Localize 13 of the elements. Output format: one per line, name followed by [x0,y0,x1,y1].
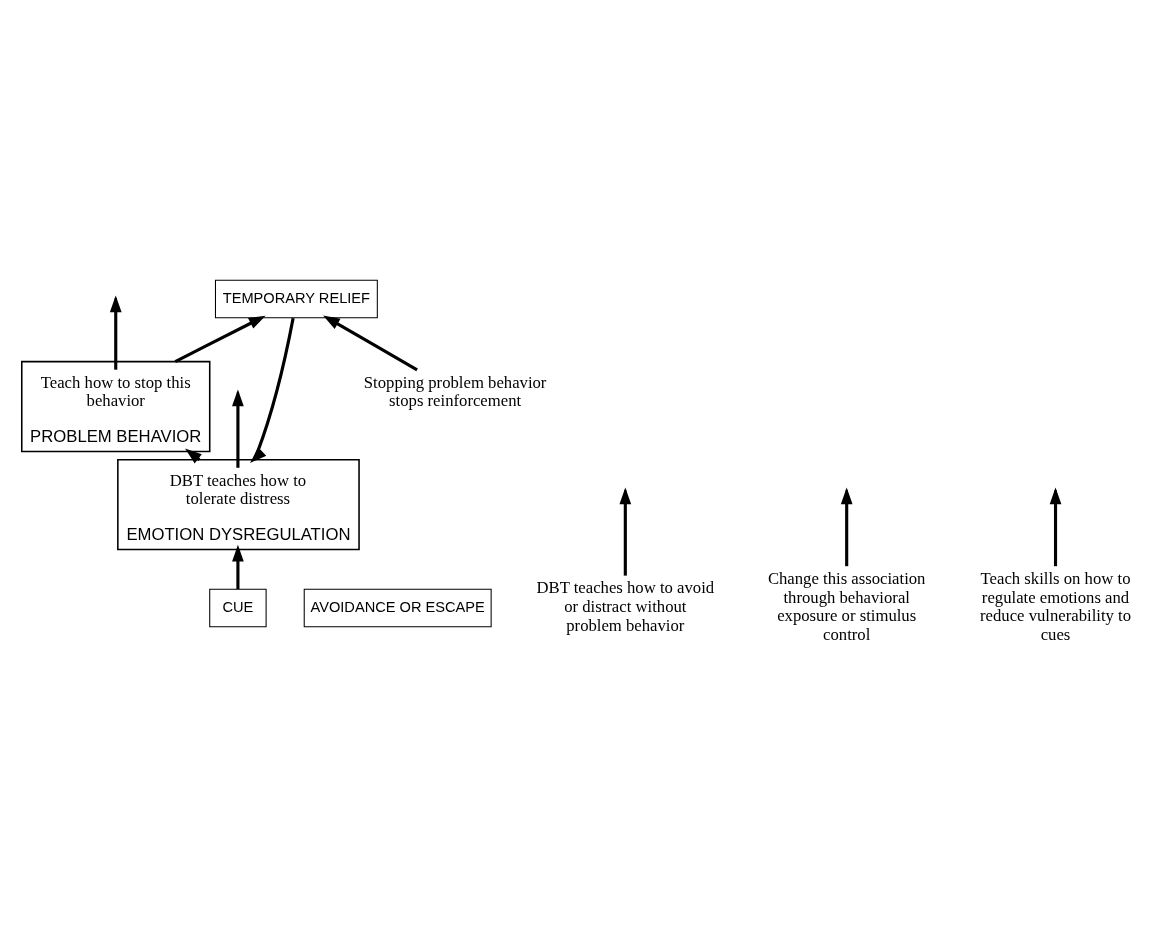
node-text: Stopping problem behavior stops reinforcement [363,372,547,411]
node-box: CUE [209,588,267,628]
node-text: Teach how to stop this behavior [40,372,191,411]
node-text: Change this association through behavioral exposure or stimulus control [767,568,926,645]
node-box: AVOIDANCE OR ESCAPE [303,588,492,628]
node-text: DBT teaches how to avoid or distract without problem behavior [536,578,715,635]
arrow [232,544,244,590]
arrow [174,315,266,363]
arrow [323,315,418,372]
node-box: TEMPORARY RELIEF [214,279,378,319]
node-text: Teach skills on how to regulate emotions and reduce vulnerability to cues [979,568,1132,645]
arrow [250,317,295,464]
node-text: DBT teaches how to tolerate distress [169,470,307,509]
